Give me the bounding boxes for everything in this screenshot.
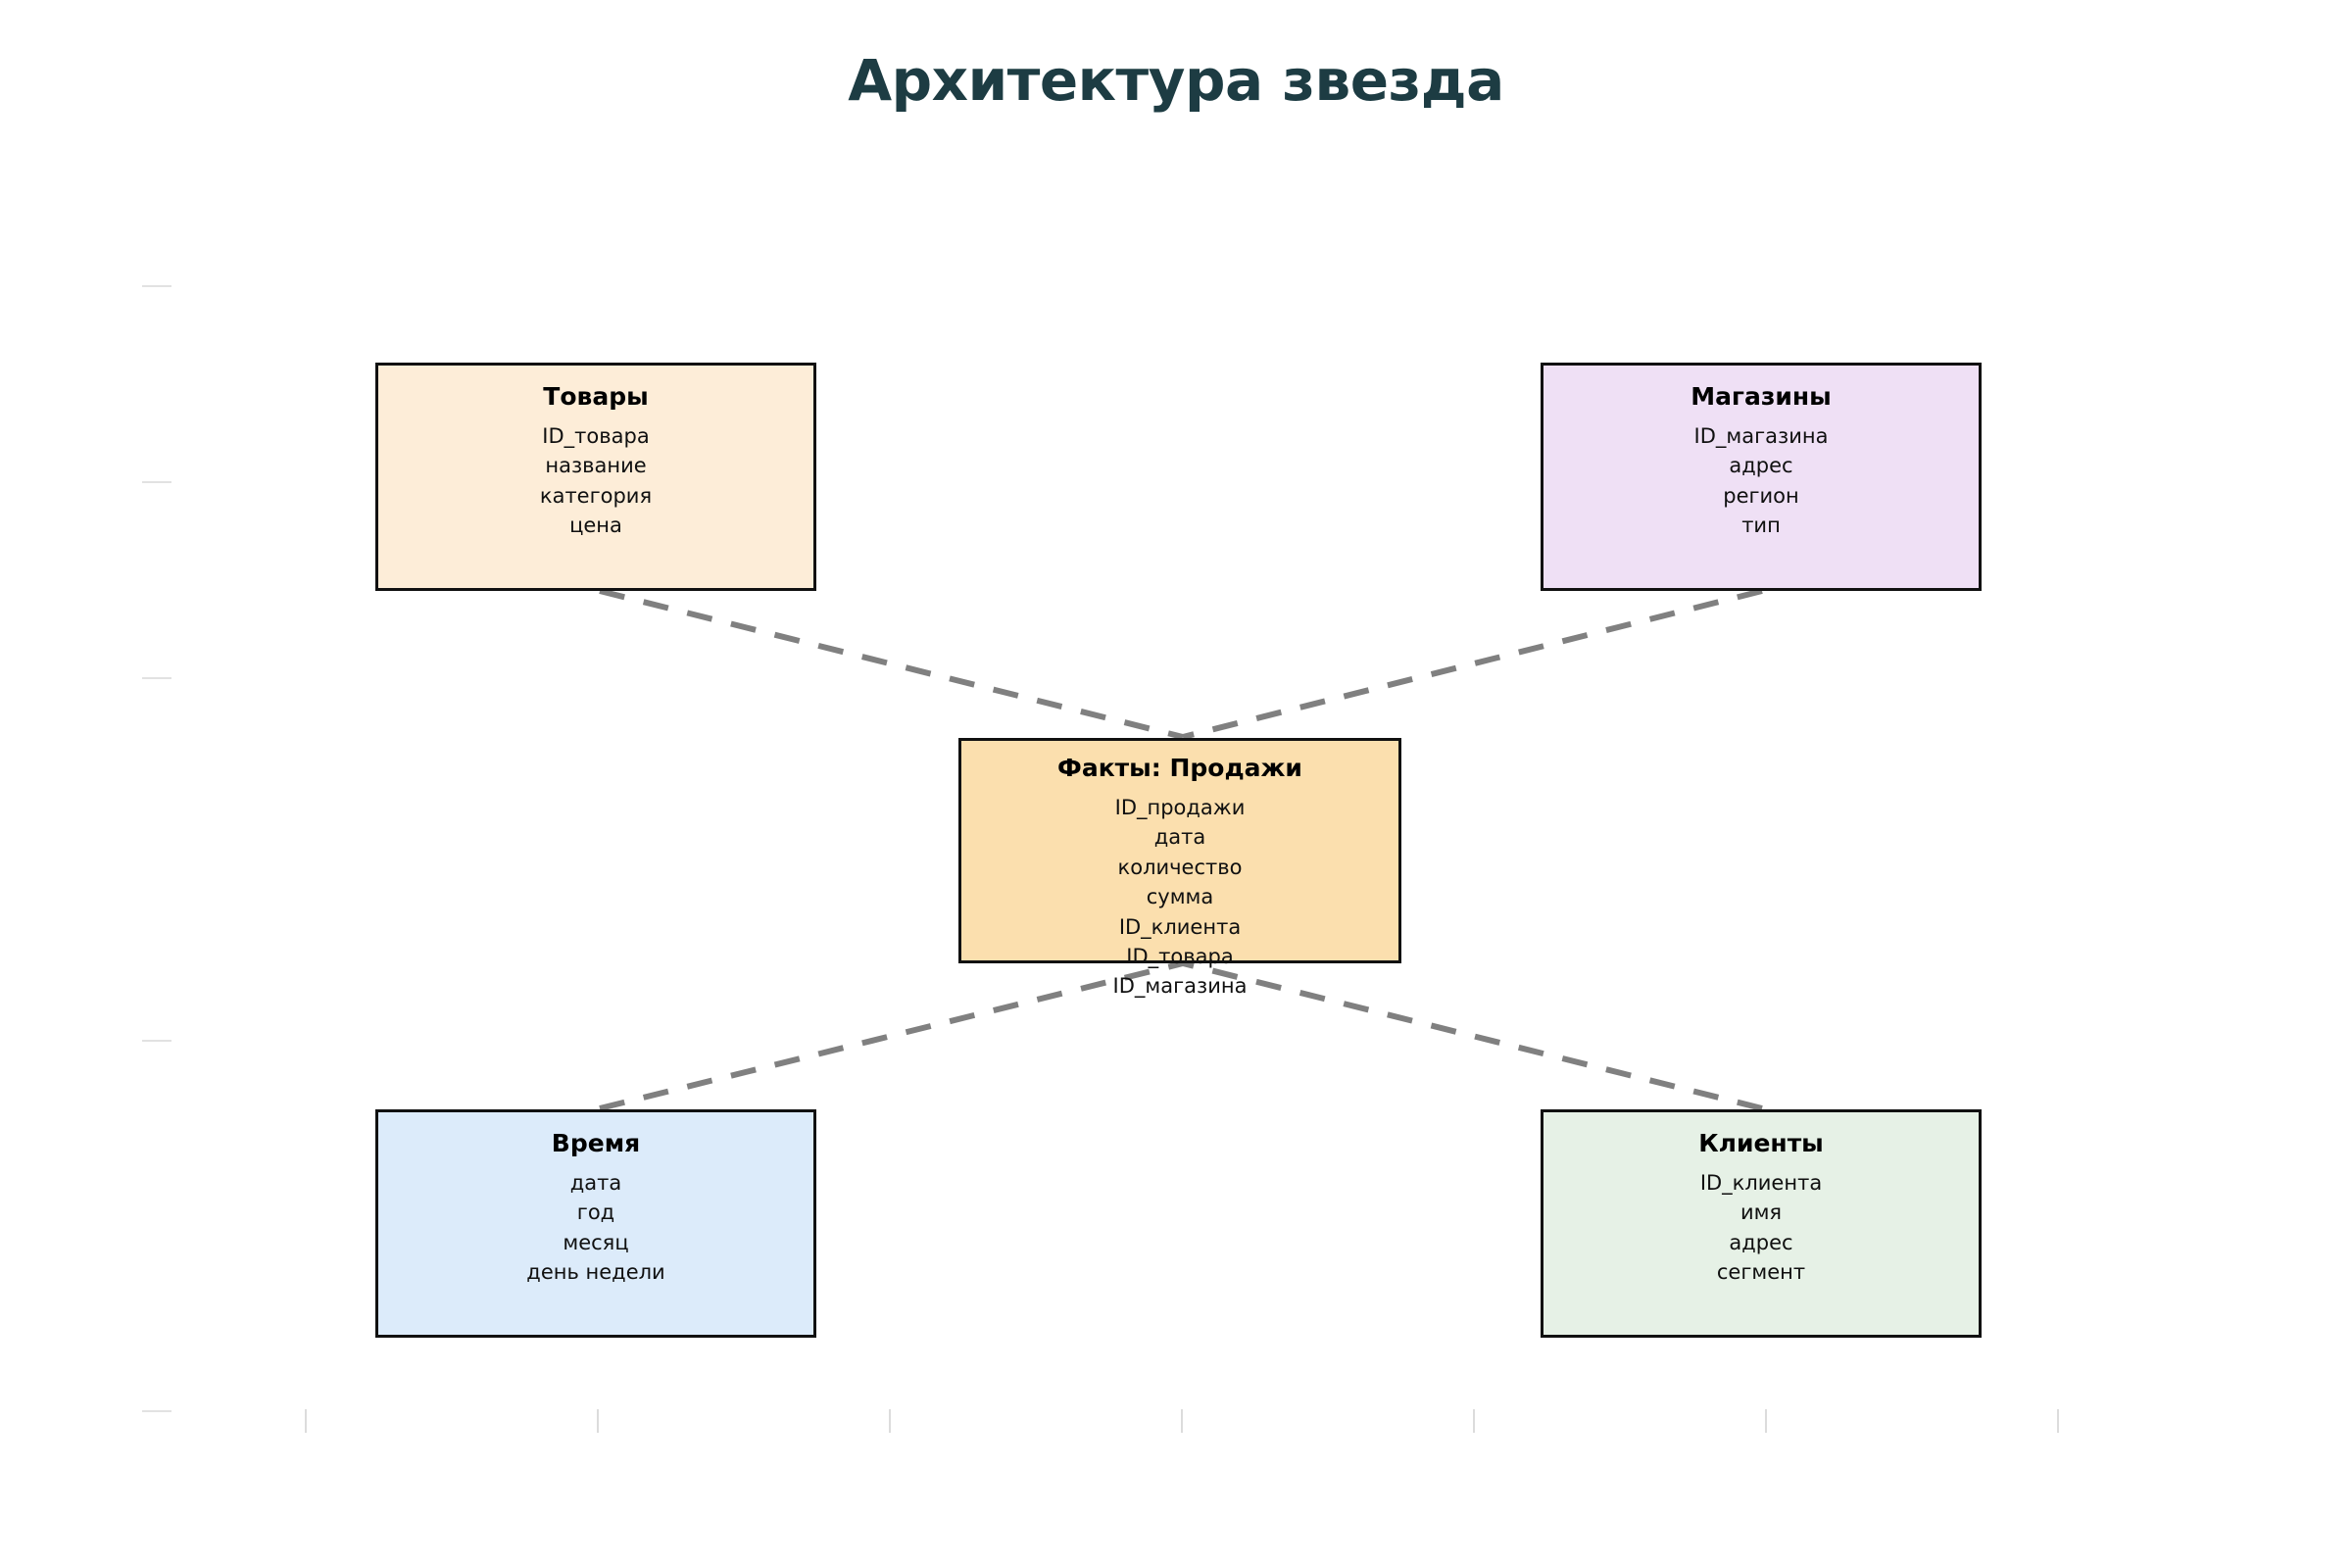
table-name-facts: Факты: Продажи xyxy=(1057,754,1302,782)
table-box-clients[interactable]: Клиенты ID_клиента имя адрес сегмент xyxy=(1541,1109,1982,1338)
table-fields-time: дата год месяц день недели xyxy=(378,1168,813,1288)
field: адрес xyxy=(1729,454,1793,478)
field: ID_клиента xyxy=(1118,914,1242,939)
field: ID_клиента xyxy=(1699,1170,1823,1195)
field: категория xyxy=(539,483,653,508)
field: дата xyxy=(569,1170,622,1195)
table-box-facts[interactable]: Факты: Продажи ID_продажи дата количеств… xyxy=(958,738,1401,998)
table-fields-stores: ID_магазина адрес регион тип xyxy=(1544,421,1979,541)
table-name-stores: Магазины xyxy=(1690,382,1832,411)
field: день недели xyxy=(526,1260,665,1285)
table-fields-facts: ID_продажи дата количество сумма ID_клие… xyxy=(961,793,1398,1002)
table-box-products[interactable]: Товары ID_товара название категория цена xyxy=(375,363,816,591)
field: адрес xyxy=(1729,1230,1793,1254)
field: месяц xyxy=(563,1230,629,1254)
field: ID_магазина xyxy=(1112,974,1248,999)
table-box-stores[interactable]: Магазины ID_магазина адрес регион тип xyxy=(1541,363,1982,591)
field: ID_магазина xyxy=(1693,423,1829,448)
field: регион xyxy=(1723,483,1799,508)
field: цена xyxy=(569,514,622,538)
field: количество xyxy=(1117,855,1243,879)
link-stores-facts xyxy=(1182,588,1763,740)
field: год xyxy=(576,1200,615,1225)
link-products-facts xyxy=(599,588,1184,740)
table-name-clients: Клиенты xyxy=(1698,1129,1824,1157)
field: сумма xyxy=(1146,885,1214,909)
field: название xyxy=(545,454,647,478)
field: ID_продажи xyxy=(1114,795,1246,819)
field: имя xyxy=(1740,1200,1783,1225)
table-name-products: Товары xyxy=(543,382,649,411)
field: дата xyxy=(1153,825,1206,850)
page-title: Архитектура звезда xyxy=(848,47,1504,114)
field: тип xyxy=(1741,514,1781,538)
field: ID_товара xyxy=(1126,944,1234,968)
table-fields-clients: ID_клиента имя адрес сегмент xyxy=(1544,1168,1979,1288)
field: ID_товара xyxy=(542,423,650,448)
table-box-time[interactable]: Время дата год месяц день недели xyxy=(375,1109,816,1338)
table-fields-products: ID_товара название категория цена xyxy=(378,421,813,541)
table-name-time: Время xyxy=(551,1129,641,1157)
field: сегмент xyxy=(1716,1260,1806,1285)
